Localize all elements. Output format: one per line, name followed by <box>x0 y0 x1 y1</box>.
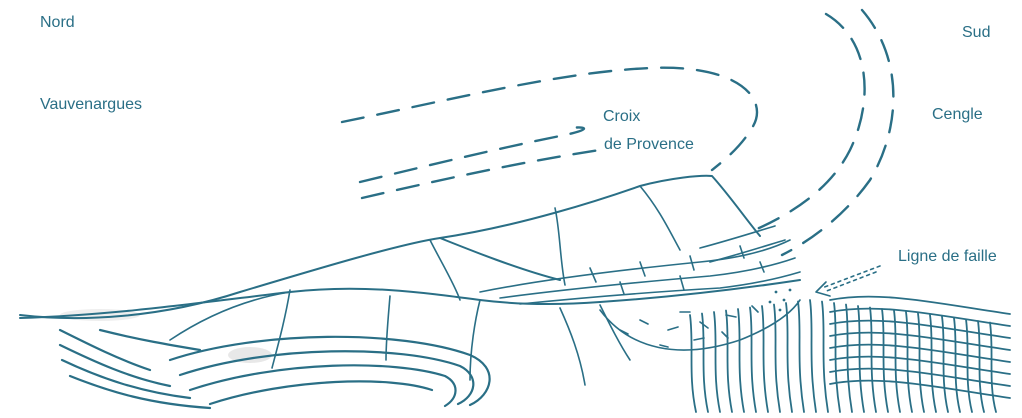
strata-line <box>882 309 888 412</box>
label-vauvenargues: Vauvenargues <box>40 94 142 116</box>
right-vertical-strata <box>690 297 1010 412</box>
layered-strata <box>480 226 800 304</box>
mountain-block-outline <box>20 176 800 318</box>
breccia-zone <box>600 289 800 350</box>
strata-line <box>738 309 744 412</box>
strata-line <box>714 312 720 412</box>
strata-line <box>830 297 1010 314</box>
left-folded-strata <box>60 330 490 408</box>
label-croix: Croix <box>603 106 640 128</box>
strata-line <box>906 312 912 412</box>
strata-line <box>726 311 732 413</box>
strata-line <box>750 308 756 413</box>
strata-line <box>834 303 840 412</box>
strata-line <box>930 315 936 412</box>
label-cengle: Cengle <box>932 104 983 126</box>
label-fault-line: Ligne de faille <box>898 246 997 268</box>
strata-line <box>870 308 876 413</box>
strata-line <box>894 311 900 413</box>
label-north: Nord <box>40 12 75 34</box>
strata-line <box>810 300 816 412</box>
label-south: Sud <box>962 22 990 44</box>
eroded-fold-dashed-lines <box>342 10 893 255</box>
strata-line <box>858 306 864 412</box>
strata-line <box>918 314 924 413</box>
strata-line <box>786 303 792 412</box>
label-de-provence: de Provence <box>604 134 694 156</box>
strata-line <box>798 302 804 413</box>
strata-line <box>762 306 768 412</box>
strata-line <box>822 302 828 413</box>
fault-arrow <box>816 266 880 296</box>
strata-line <box>690 315 696 412</box>
strata-line <box>966 320 972 413</box>
strata-line <box>830 309 1010 326</box>
